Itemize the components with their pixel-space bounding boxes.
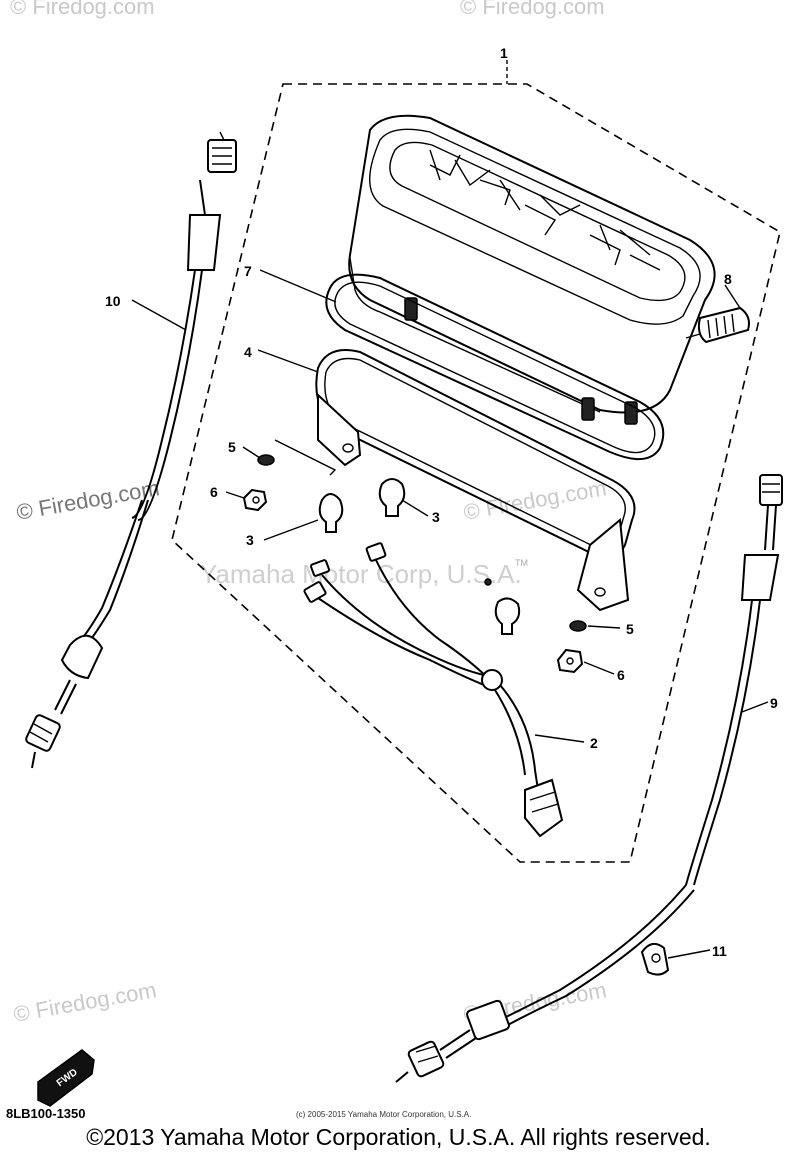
- watermark-trademark: TM: [515, 558, 528, 568]
- nut-washer: [242, 439, 587, 674]
- watermark-firedog: © Firedog.com: [460, 0, 605, 19]
- assembly-boundary: [171, 83, 781, 863]
- callout-7: 7: [244, 263, 252, 279]
- callout-3: 3: [432, 509, 440, 525]
- trip-reset-knob: [685, 306, 750, 344]
- speedometer-cable: [25, 131, 237, 769]
- meter-bracket: [315, 349, 636, 612]
- cable-clamp: [640, 942, 670, 976]
- callout-6: 6: [617, 667, 625, 683]
- callout-5: 5: [626, 621, 634, 637]
- watermark-firedog: © Firedog.com: [12, 977, 159, 1027]
- leader-lines: [131, 269, 769, 959]
- wire-harness: [303, 542, 564, 838]
- copyright-notice: ©2013 Yamaha Motor Corporation, U.S.A. A…: [86, 1124, 711, 1150]
- callout-1: 1: [500, 45, 508, 61]
- diagram-code: 8LB100-1350: [6, 1106, 86, 1121]
- callout-6: 6: [210, 484, 218, 500]
- watermark-center: Yamaha Motor Corp, U.S.A.: [200, 559, 522, 589]
- callout-11: 11: [712, 943, 727, 959]
- meter-housing: [348, 114, 716, 425]
- callout-5: 5: [228, 439, 236, 455]
- bulb: [318, 478, 521, 635]
- callout-10: 10: [105, 293, 121, 309]
- callout-8: 8: [724, 271, 732, 287]
- tachometer-cable: [395, 474, 783, 1083]
- watermark-firedog: © Firedog.com: [15, 475, 162, 525]
- watermark-firedog: © Firedog.com: [10, 0, 155, 19]
- gasket: [325, 273, 665, 460]
- callout-3: 3: [246, 532, 254, 548]
- forward-arrow-icon: FWD: [37, 1049, 95, 1107]
- small-copyright: (c) 2005-2015 Yamaha Motor Corporation, …: [296, 1110, 471, 1119]
- callout-4: 4: [244, 344, 252, 360]
- callout-9: 9: [770, 695, 778, 711]
- callout-2: 2: [590, 735, 598, 751]
